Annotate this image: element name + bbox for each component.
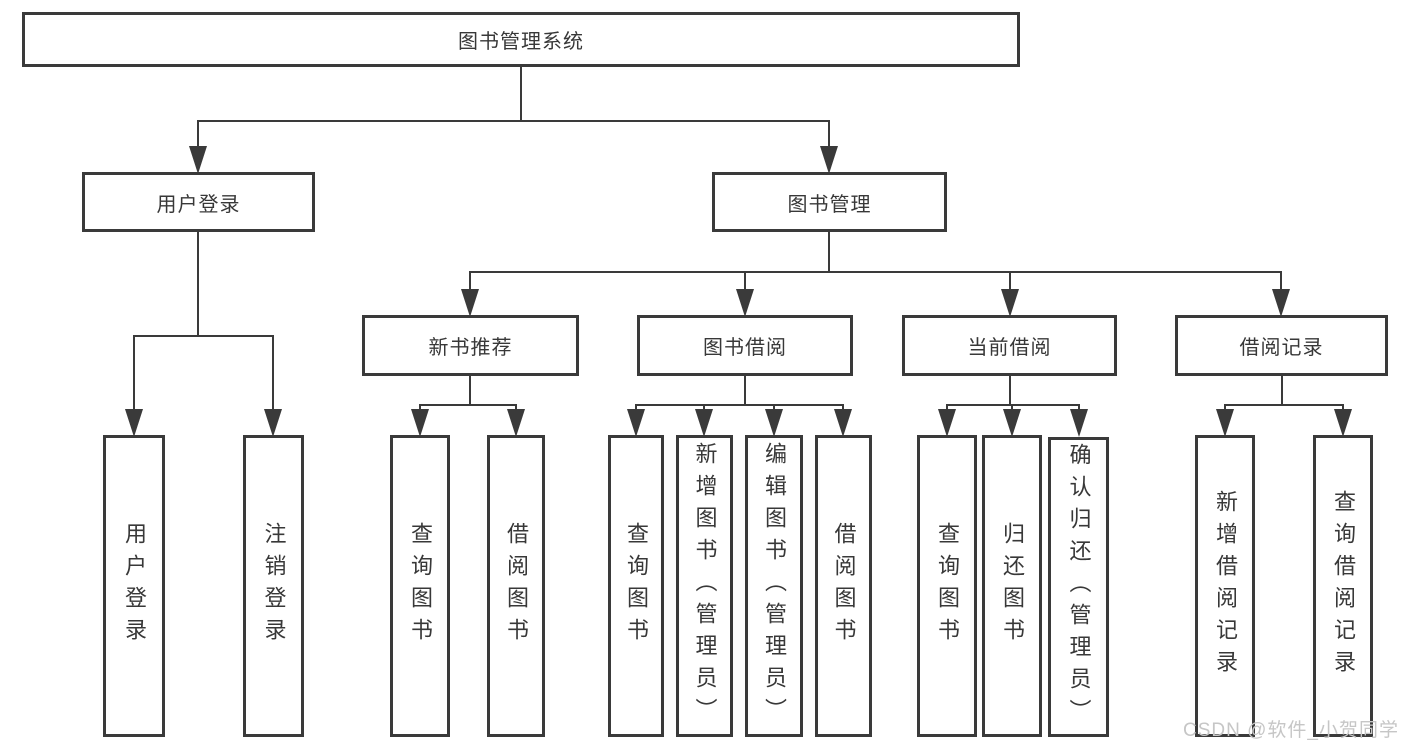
leaf-query-borrow-record-label: 查询借阅记录 <box>1331 490 1356 682</box>
node-user-login-group-label: 用户登录 <box>156 193 241 216</box>
leaf-borrow-books-borrowing-label: 借阅图书 <box>831 522 857 650</box>
leaf-add-book-admin: 新增图书（管理员） <box>676 435 733 737</box>
leaf-query-books-recommend: 查询图书 <box>390 435 450 737</box>
node-new-book-recommend: 新书推荐 <box>362 315 579 376</box>
node-new-book-recommend-label: 新书推荐 <box>428 337 513 359</box>
connector-borrow-records-bar <box>1224 404 1344 406</box>
node-current-borrowing-label: 当前借阅 <box>967 337 1052 359</box>
leaf-query-books-recommend-label: 查询图书 <box>408 522 433 650</box>
connector-book-borrowing-bar <box>635 404 844 406</box>
connector-book-management-bar <box>469 271 1282 273</box>
arrowhead-down-icon <box>411 409 429 437</box>
arrowhead-down-icon <box>695 409 713 437</box>
connector-user-login-stem <box>197 232 199 337</box>
node-book-management-label: 图书管理 <box>787 193 872 216</box>
arrowhead-down-icon <box>461 289 479 317</box>
leaf-borrow-books-recommend: 借阅图书 <box>487 435 545 737</box>
connector-new-book-stem <box>469 376 471 406</box>
arrowhead-down-icon <box>189 146 207 174</box>
connector-book-management-drop <box>744 271 746 295</box>
leaf-query-books-current-label: 查询图书 <box>935 522 960 650</box>
leaf-edit-book-admin-label: 编辑图书（管理员） <box>762 442 787 730</box>
node-current-borrowing: 当前借阅 <box>902 315 1117 376</box>
connector-current-borrow-bar <box>946 404 1080 406</box>
arrowhead-down-icon <box>736 289 754 317</box>
node-library-system-label: 图书管理系统 <box>458 31 584 53</box>
leaf-borrow-books-borrowing: 借阅图书 <box>815 435 872 737</box>
arrowhead-down-icon <box>820 146 838 174</box>
connector-borrow-records-stem <box>1281 376 1283 406</box>
connector-current-borrow-stem <box>1009 376 1011 406</box>
connector-root-drop <box>197 120 199 152</box>
arrowhead-down-icon <box>125 409 143 437</box>
arrowhead-down-icon <box>1272 289 1290 317</box>
node-user-login-group: 用户登录 <box>82 172 315 232</box>
node-book-management: 图书管理 <box>712 172 947 232</box>
leaf-query-books-current: 查询图书 <box>917 435 977 737</box>
connector-user-login-drop <box>133 335 135 415</box>
node-borrowing-records-label: 借阅记录 <box>1239 337 1324 359</box>
leaf-confirm-return-admin-label: 确认归还（管理员） <box>1066 443 1092 731</box>
arrowhead-down-icon <box>1001 289 1019 317</box>
connector-user-login-drop <box>272 335 274 415</box>
leaf-query-borrow-record: 查询借阅记录 <box>1313 435 1373 737</box>
arrowhead-down-icon <box>1070 409 1088 437</box>
node-library-system: 图书管理系统 <box>22 12 1020 67</box>
arrowhead-down-icon <box>1216 409 1234 437</box>
connector-root-stem <box>520 67 522 122</box>
arrowhead-down-icon <box>834 409 852 437</box>
arrowhead-down-icon <box>507 409 525 437</box>
leaf-return-book: 归还图书 <box>982 435 1042 737</box>
connector-book-management-drop <box>1009 271 1011 295</box>
arrowhead-down-icon <box>938 409 956 437</box>
leaf-return-book-label: 归还图书 <box>1000 522 1025 650</box>
connector-book-borrowing-stem <box>744 376 746 406</box>
node-book-borrowing: 图书借阅 <box>637 315 853 376</box>
connector-new-book-bar <box>419 404 517 406</box>
connector-book-management-drop <box>1280 271 1282 295</box>
leaf-borrow-books-recommend-label: 借阅图书 <box>504 522 529 650</box>
arrowhead-down-icon <box>264 409 282 437</box>
leaf-user-login: 用户登录 <box>103 435 165 737</box>
node-book-borrowing-label: 图书借阅 <box>703 337 787 359</box>
leaf-query-books-borrowing: 查询图书 <box>608 435 664 737</box>
arrowhead-down-icon <box>1003 409 1021 437</box>
leaf-query-books-borrowing-label: 查询图书 <box>624 522 649 650</box>
leaf-logout: 注销登录 <box>243 435 304 737</box>
leaf-edit-book-admin: 编辑图书（管理员） <box>745 435 803 737</box>
connector-book-management-drop <box>469 271 471 295</box>
arrowhead-down-icon <box>627 409 645 437</box>
leaf-add-borrow-record-label: 新增借阅记录 <box>1213 490 1238 682</box>
connector-root-drop <box>828 120 830 152</box>
leaf-confirm-return-admin: 确认归还（管理员） <box>1048 437 1109 737</box>
leaf-user-login-label: 用户登录 <box>122 522 147 650</box>
leaf-add-borrow-record: 新增借阅记录 <box>1195 435 1255 737</box>
leaf-add-book-admin-label: 新增图书（管理员） <box>692 442 718 730</box>
watermark: CSDN @软件_小贺同学 <box>1183 720 1399 741</box>
leaf-logout-label: 注销登录 <box>261 522 287 650</box>
connector-book-management-stem <box>828 232 830 273</box>
arrowhead-down-icon <box>1334 409 1352 437</box>
connector-root-bar <box>197 120 830 122</box>
connector-user-login-bar <box>133 335 274 337</box>
node-borrowing-records: 借阅记录 <box>1175 315 1388 376</box>
arrowhead-down-icon <box>765 409 783 437</box>
